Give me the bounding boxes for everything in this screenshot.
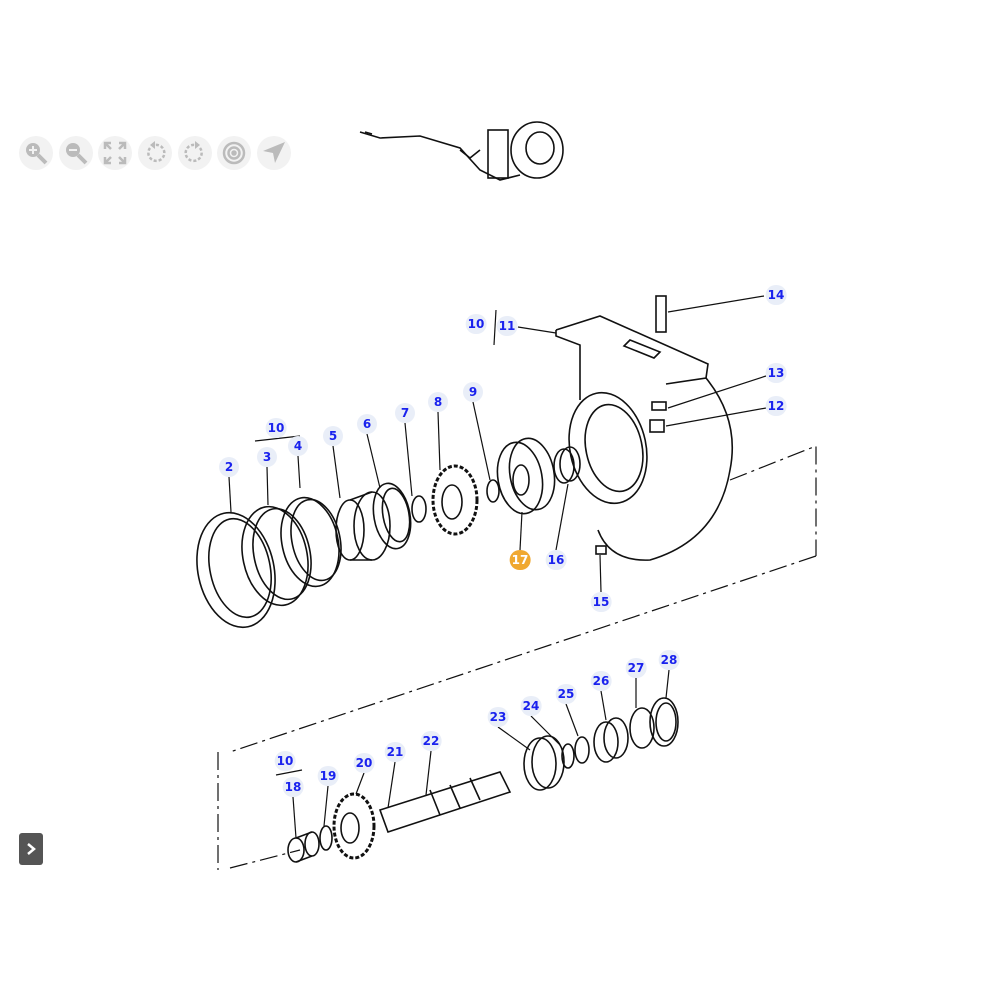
- callout-9[interactable]: 9: [463, 382, 483, 402]
- callout-8[interactable]: 8: [428, 392, 448, 412]
- rotate-right-icon: [184, 141, 203, 163]
- part-4-ring: [280, 496, 342, 588]
- callout-18[interactable]: 18: [282, 777, 304, 797]
- callout-27[interactable]: 27: [625, 658, 647, 678]
- part-20-gear: [332, 792, 376, 860]
- callout-3[interactable]: 3: [257, 447, 277, 467]
- part-13-washer: [651, 401, 667, 411]
- expand-icon: [103, 141, 127, 165]
- part-9-circlip: [486, 479, 500, 503]
- callout-26[interactable]: 26: [590, 671, 612, 691]
- callout-22[interactable]: 22: [420, 731, 442, 751]
- callout-5[interactable]: 5: [323, 426, 343, 446]
- part-2-seal: [196, 511, 276, 629]
- callout-17-selected[interactable]: 17: [509, 550, 531, 570]
- rotate-right-button[interactable]: [178, 136, 212, 170]
- part-3-ring: [241, 505, 312, 607]
- callout-24[interactable]: 24: [520, 696, 542, 716]
- part-14-stud: [655, 295, 667, 333]
- part-19-ring: [319, 825, 333, 851]
- part-17-bearing: [496, 437, 556, 515]
- callout-10[interactable]: 10: [265, 418, 287, 438]
- part-11-housing: [555, 315, 733, 561]
- callout-7[interactable]: 7: [395, 403, 415, 423]
- callout-15[interactable]: 15: [590, 592, 612, 612]
- callout-23[interactable]: 23: [487, 707, 509, 727]
- callout-20[interactable]: 20: [353, 753, 375, 773]
- callout-14[interactable]: 14: [765, 285, 787, 305]
- callout-10[interactable]: 10: [465, 314, 487, 334]
- zoom-out-button[interactable]: [59, 136, 93, 170]
- part-15-plug: [595, 545, 607, 555]
- callout-4[interactable]: 4: [288, 436, 308, 456]
- callout-28[interactable]: 28: [658, 650, 680, 670]
- part-22-shaft: [378, 771, 512, 834]
- zoom-out-icon: [66, 143, 88, 165]
- group-outline: [217, 445, 817, 870]
- callout-16[interactable]: 16: [545, 550, 567, 570]
- part-18-sleeve: [287, 831, 320, 863]
- top-assembly-fragment: [359, 121, 564, 181]
- callout-10[interactable]: 10: [274, 751, 296, 771]
- expand-panel-button[interactable]: [19, 833, 43, 865]
- chevron-right-icon: [27, 843, 36, 855]
- part-12-nut: [649, 419, 665, 433]
- navigation-arrow-icon: [263, 142, 285, 163]
- part-26-bearing: [593, 717, 629, 763]
- rotate-left-button[interactable]: [138, 136, 172, 170]
- part-24-ring: [561, 743, 575, 769]
- part-7-circlip: [411, 495, 427, 523]
- pointer-button[interactable]: [257, 136, 291, 170]
- part-8-gear: [431, 464, 479, 536]
- callout-2[interactable]: 2: [219, 457, 239, 477]
- zoom-in-icon: [26, 143, 48, 165]
- part-5-hub: [335, 491, 391, 561]
- fit-screen-button[interactable]: [98, 136, 132, 170]
- callout-19[interactable]: 19: [317, 766, 339, 786]
- callout-13[interactable]: 13: [765, 363, 787, 383]
- part-25-ring: [574, 736, 590, 764]
- part-28-ring: [649, 697, 679, 747]
- part-16-bearing: [553, 446, 581, 484]
- callout-21[interactable]: 21: [384, 742, 406, 762]
- part-6-washer: [372, 482, 412, 550]
- target-icon: [222, 141, 246, 165]
- callout-25[interactable]: 25: [555, 684, 577, 704]
- callout-6[interactable]: 6: [357, 414, 377, 434]
- zoom-in-button[interactable]: [19, 136, 53, 170]
- rotate-left-icon: [147, 141, 166, 163]
- part-23-bearing: [523, 735, 565, 791]
- center-button[interactable]: [217, 136, 251, 170]
- leader-lines: [228, 295, 767, 839]
- part-27-ring: [629, 707, 655, 749]
- callout-12[interactable]: 12: [765, 396, 787, 416]
- callout-11[interactable]: 11: [496, 316, 518, 336]
